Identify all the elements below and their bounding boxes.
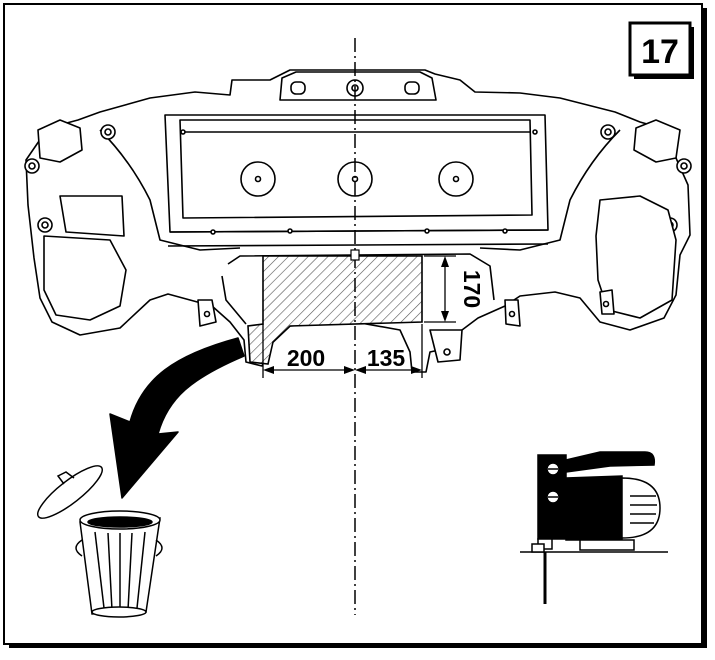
jigsaw-icon [520, 451, 668, 604]
dimension-arrowheads [263, 256, 449, 374]
cut-area [247, 255, 423, 365]
dimension-lines [262, 255, 456, 378]
trash-can-icon [37, 465, 163, 618]
dimension-right-width: 135 [367, 345, 406, 371]
step-number: 17 [641, 33, 679, 71]
discard-arrow-icon [109, 337, 245, 499]
dimension-left-width: 200 [287, 345, 325, 371]
step-number-box: 17 [628, 21, 694, 79]
bumper-part [24, 69, 692, 373]
dimension-height: 170 [459, 270, 485, 308]
